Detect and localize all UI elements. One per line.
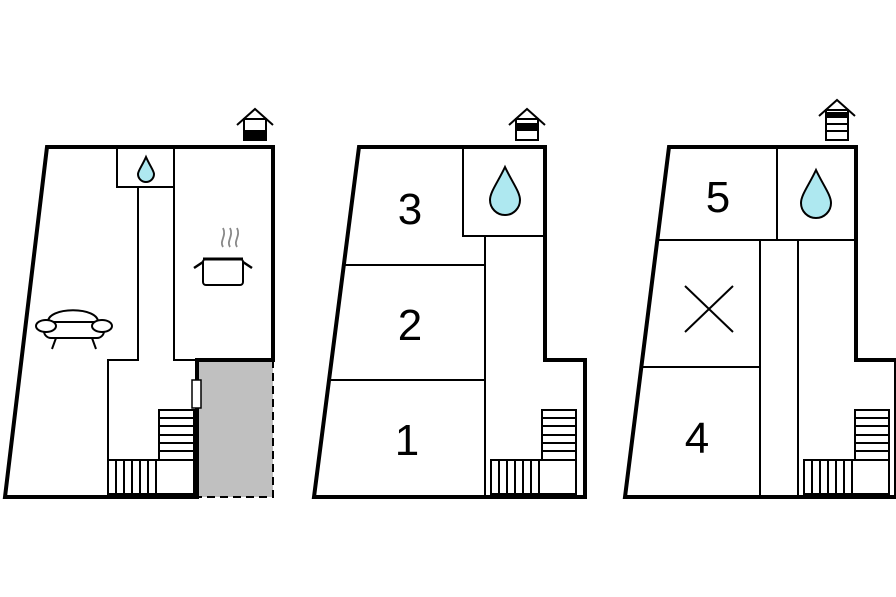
- room-number-1: 1: [395, 416, 419, 465]
- second-outer-wall: [622, 145, 896, 499]
- second-hall-walls: [759, 240, 799, 497]
- house-level-icon: [508, 107, 546, 141]
- ground-hall-wall-left: [107, 187, 139, 497]
- water-drop-icon: [136, 154, 156, 183]
- cross-icon: [684, 285, 734, 333]
- room-number-2: 2: [398, 301, 422, 350]
- stairs-icon: [107, 409, 195, 495]
- room-number-5: 5: [706, 173, 730, 222]
- cooking-pot-icon: [193, 227, 253, 286]
- ground-door: [191, 379, 202, 409]
- room-number-4: 4: [685, 414, 709, 463]
- sofa-icon: [35, 309, 113, 350]
- first-outer-wall: [311, 145, 587, 499]
- house-level-icon: [236, 107, 274, 141]
- stairs-icon: [490, 409, 577, 495]
- room-number-3: 3: [398, 185, 422, 234]
- ground-bathroom-wall: [116, 147, 175, 188]
- water-drop-icon: [799, 167, 833, 219]
- house-level-icon: [818, 98, 856, 141]
- floor-plan-ground: [2, 107, 275, 499]
- ground-hall-wall-right: [173, 187, 197, 361]
- floor-plan-first: 3 2 1: [311, 107, 587, 499]
- first-bathroom-wall: [462, 147, 545, 237]
- floor-plan-second: 5 4: [622, 98, 896, 499]
- water-drop-icon: [488, 164, 522, 216]
- stairs-icon: [803, 409, 890, 495]
- terrace-area: [197, 360, 273, 497]
